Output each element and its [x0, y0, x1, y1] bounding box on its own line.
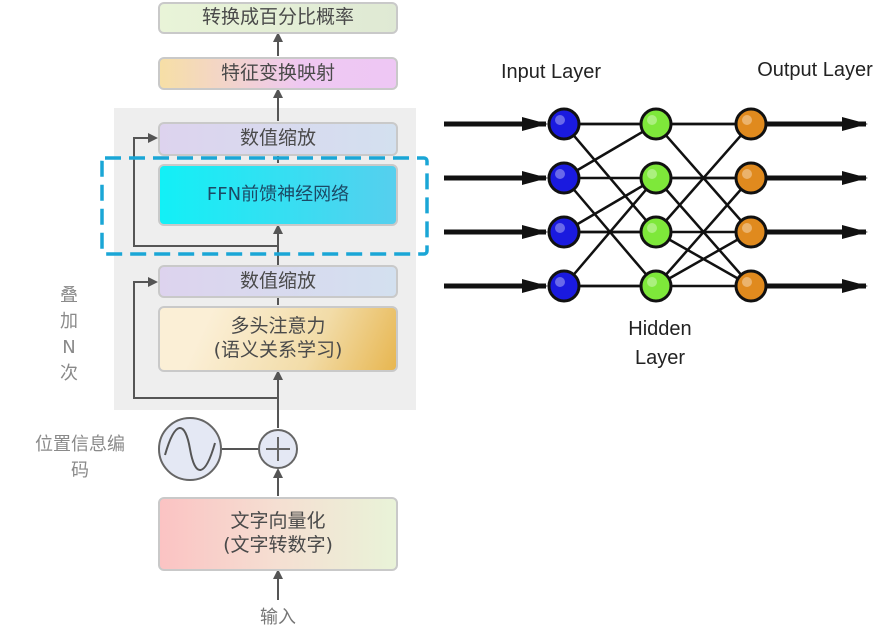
output-node: [734, 215, 768, 249]
softmax-box: 转换成百分比概率: [158, 2, 398, 34]
scale-bottom-box: 数值缩放: [158, 265, 398, 298]
output-node: [734, 161, 768, 195]
embedding-label-line2: (文字转数字): [223, 534, 333, 556]
ffn-highlight-dashed-box: [100, 156, 429, 256]
repeat-n-label: 叠 加 N 次: [54, 283, 84, 387]
hidden-node-highlight: [647, 115, 657, 125]
hidden-node: [639, 269, 673, 303]
hidden-node: [639, 215, 673, 249]
positional-encoding-label: 位置信息编 码: [22, 432, 138, 484]
scale-top-label: 数值缩放: [239, 127, 316, 150]
pos-label-line1: 位置信息编: [35, 434, 125, 455]
repeat-char-2: 加: [60, 311, 78, 333]
embedding-label-line1: 文字向量化: [230, 510, 326, 533]
output-node-highlight: [742, 223, 752, 233]
hidden-layer-text-2: Layer: [634, 347, 686, 369]
input-node: [547, 161, 581, 195]
output-layer-label: Output Layer: [736, 56, 894, 85]
attention-box: 多头注意力 (语义关系学习): [158, 306, 398, 372]
attention-label-line1: 多头注意力: [230, 315, 326, 338]
feature-map-label: 特征变换映射: [220, 61, 335, 84]
scale-top-box: 数值缩放: [158, 122, 398, 156]
ffn-box: FFN前馈神经网络: [158, 164, 398, 226]
input-node-highlight: [555, 115, 565, 125]
output-node: [734, 269, 768, 303]
ffn-label: FFN前馈神经网络: [206, 183, 350, 205]
hidden-node: [639, 107, 673, 141]
input-node-highlight: [555, 169, 565, 179]
edge-hidden-output: [655, 230, 752, 288]
softmax-label: 转换成百分比概率: [201, 6, 354, 29]
scale-bottom-label: 数值缩放: [239, 269, 316, 292]
input-node-highlight: [555, 277, 565, 287]
input-layer-text: Input Layer: [500, 61, 602, 83]
hidden-node-highlight: [647, 169, 657, 179]
input-node: [547, 107, 581, 141]
input-layer-label: Input Layer: [476, 58, 626, 87]
input-node-highlight: [555, 223, 565, 233]
output-node: [734, 107, 768, 141]
residual-1: [133, 277, 278, 399]
feature-map-box: 特征变换映射: [158, 57, 398, 90]
embedding-box: 文字向量化 (文字转数字): [158, 497, 398, 571]
output-layer-text: Output Layer: [757, 59, 873, 81]
pos-label-line2: 码: [71, 460, 89, 482]
residual-2: [133, 133, 278, 247]
input-text: 输入: [260, 607, 296, 628]
attention-label-line2: (语义关系学习): [213, 339, 343, 361]
hidden-node-highlight: [647, 277, 657, 287]
hidden-layer-text-1: Hidden: [628, 318, 692, 340]
output-node-highlight: [742, 169, 752, 179]
edge-input-hidden: [563, 122, 657, 180]
repeat-char-3: N: [62, 337, 76, 359]
output-node-highlight: [742, 115, 752, 125]
edge-input-hidden: [563, 176, 657, 234]
hidden-layer-label: Hidden Layer: [610, 315, 710, 373]
repeat-char-1: 叠: [60, 285, 78, 306]
input-label: 输入: [248, 605, 308, 631]
hidden-node: [639, 161, 673, 195]
input-node: [547, 269, 581, 303]
repeat-char-4: 次: [60, 363, 78, 385]
output-node-highlight: [742, 277, 752, 287]
hidden-node-highlight: [647, 223, 657, 233]
input-node: [547, 215, 581, 249]
